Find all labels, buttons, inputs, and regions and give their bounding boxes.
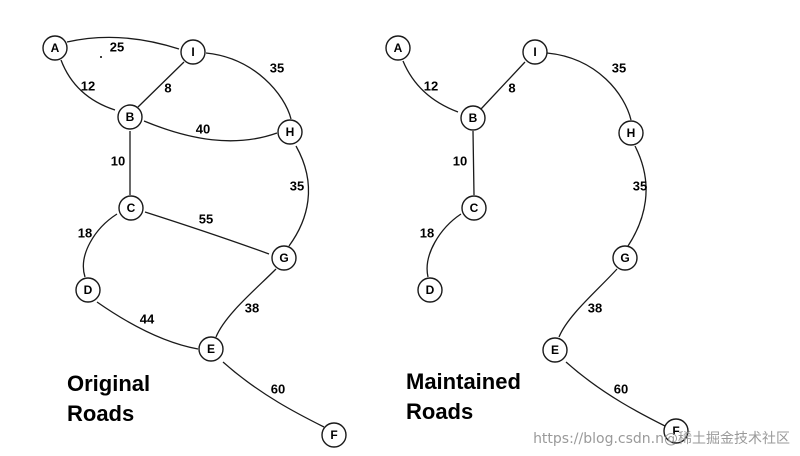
svg-text:G: G — [279, 251, 288, 265]
maintained-edge-i-h — [546, 52, 632, 121]
original-node-c: C — [118, 195, 144, 221]
original-edge-b-h — [143, 120, 278, 142]
svg-text:A: A — [394, 41, 403, 55]
svg-text:F: F — [330, 428, 337, 442]
original-edge-d-e — [96, 301, 199, 350]
original-node-a: A — [42, 35, 68, 61]
original-graph: 25 12 8 35 40 10 35 55 18 38 44 60 A I B… — [42, 35, 347, 448]
maintained-edge-a-b — [402, 60, 459, 113]
maintained-node-c: C — [461, 195, 487, 221]
maintained-roads-caption: Maintained Roads — [406, 367, 521, 427]
original-edge-i-h — [205, 52, 292, 120]
maintained-caption-line2: Roads — [406, 399, 474, 424]
maintained-graph: 12 8 35 10 35 18 38 60 A I B H C G D E F — [385, 35, 689, 444]
original-edge-b-i — [137, 61, 185, 108]
original-weight-b-h: 40 — [196, 122, 210, 137]
original-edge-a-i — [66, 36, 180, 50]
original-node-g: G — [271, 245, 297, 271]
maintained-edge-b-i — [480, 61, 526, 110]
svg-text:D: D — [426, 283, 435, 297]
original-node-i: I — [180, 39, 206, 65]
original-node-b: B — [117, 104, 143, 130]
original-weight-b-c: 10 — [111, 154, 125, 169]
svg-text:I: I — [191, 45, 194, 59]
maintained-weight-h-g: 35 — [633, 179, 647, 194]
original-weight-d-e: 44 — [140, 312, 155, 327]
svg-text:H: H — [627, 126, 636, 140]
svg-text:E: E — [207, 342, 215, 356]
svg-text:H: H — [286, 125, 295, 139]
svg-text:C: C — [127, 201, 136, 215]
original-node-e: E — [198, 336, 224, 362]
original-weight-c-d: 18 — [78, 226, 92, 241]
svg-text:C: C — [470, 201, 479, 215]
maintained-weight-e-f: 60 — [614, 382, 628, 397]
maintained-node-g: G — [612, 245, 638, 271]
original-weight-a-b: 12 — [81, 79, 95, 94]
original-edge-a-b — [60, 59, 116, 111]
svg-text:E: E — [551, 343, 559, 357]
original-weight-i-h: 35 — [270, 61, 284, 76]
original-edge-h-g — [288, 145, 310, 247]
original-weight-e-f: 60 — [271, 382, 285, 397]
maintained-node-a: A — [385, 35, 411, 61]
original-edge-c-g — [144, 211, 270, 255]
original-weight-c-g: 55 — [199, 212, 213, 227]
maintained-edge-g-e — [558, 268, 618, 338]
maintained-node-f: F — [663, 418, 689, 444]
maintained-node-d: D — [417, 277, 443, 303]
original-weight-h-g: 35 — [290, 179, 304, 194]
maintained-node-b: B — [460, 105, 486, 131]
original-node-f: F — [321, 422, 347, 448]
maintained-node-i: I — [522, 39, 548, 65]
maintained-edge-c-d — [426, 213, 462, 278]
original-edge-c-d — [82, 213, 118, 278]
original-node-d: D — [75, 277, 101, 303]
maintained-weight-i-h: 35 — [612, 61, 626, 76]
original-weight-a-i: 25 — [110, 40, 124, 55]
original-edge-e-f — [222, 361, 325, 428]
maintained-weight-b-c: 10 — [453, 154, 467, 169]
maintained-weight-g-e: 38 — [588, 301, 602, 316]
svg-text:D: D — [84, 283, 93, 297]
svg-text:G: G — [620, 251, 629, 265]
original-roads-caption: Original Roads — [67, 369, 150, 429]
original-caption-line1: Original — [67, 371, 151, 396]
maintained-edge-e-f — [565, 361, 668, 428]
original-node-h: H — [277, 119, 303, 145]
original-weight-b-i: 8 — [164, 81, 171, 96]
svg-text:B: B — [469, 111, 478, 125]
original-weight-g-e: 38 — [245, 301, 259, 316]
svg-text:A: A — [51, 41, 60, 55]
maintained-weight-c-d: 18 — [420, 226, 434, 241]
svg-text:B: B — [126, 110, 135, 124]
maintained-weight-b-i: 8 — [508, 81, 515, 96]
svg-text:I: I — [533, 45, 536, 59]
maintained-edge-b-c — [472, 130, 475, 196]
original-caption-line2: Roads — [67, 401, 135, 426]
maintained-node-h: H — [618, 120, 644, 146]
maintained-node-e: E — [542, 337, 568, 363]
maintained-edge-h-g — [627, 145, 647, 247]
watermark-text: https://blog.csdn.n@稀土掘金技术社区 — [533, 431, 790, 447]
svg-text:F: F — [672, 424, 679, 438]
original-edge-g-e — [215, 268, 277, 338]
maintained-weight-a-b: 12 — [424, 79, 438, 94]
maintained-caption-line1: Maintained — [406, 369, 521, 394]
